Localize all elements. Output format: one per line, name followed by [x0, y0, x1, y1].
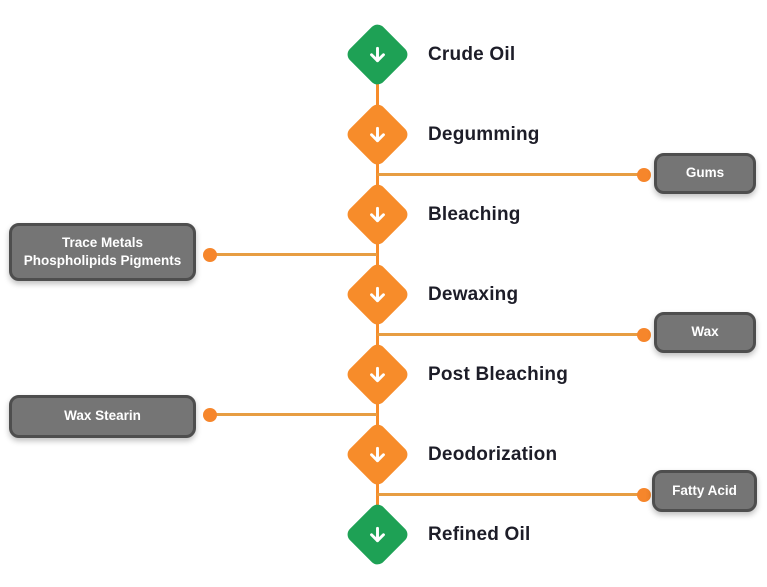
output-box-label: Wax — [691, 324, 719, 340]
output-box-label: Gums — [685, 165, 725, 181]
flow-node-label-degumming: Degumming — [428, 124, 540, 145]
arrow-down-icon — [367, 44, 389, 66]
arrow-down-icon — [367, 444, 389, 466]
arrow-down-icon — [367, 204, 389, 226]
output-box-wax: Wax — [654, 312, 756, 353]
output-box-label: Wax Stearin — [64, 408, 141, 424]
flow-node-deodorization — [344, 421, 411, 488]
flow-node-label-refined-oil: Refined Oil — [428, 524, 531, 545]
output-box-gums: Gums — [654, 153, 756, 194]
flow-node-crude-oil — [344, 21, 411, 88]
connector-dot-wax — [637, 328, 651, 342]
arrow-down-icon — [367, 364, 389, 386]
arrow-down-icon — [367, 524, 389, 546]
output-box-fatty-acid: Fatty Acid — [652, 470, 757, 512]
output-box-wax-stearin: Wax Stearin — [9, 395, 196, 438]
connector-line-trace-metals — [216, 253, 377, 256]
flow-node-bleaching — [344, 181, 411, 248]
connector-dot-gums — [637, 168, 651, 182]
connector-line-gums — [377, 173, 638, 176]
output-box-trace-metals-phospholipids-pigments: Trace Metals Phospholipids Pigments — [9, 223, 196, 281]
connector-line-wax-stearin — [216, 413, 377, 416]
connector-line-fatty-acid — [377, 493, 638, 496]
flow-node-refined-oil — [344, 501, 411, 568]
connector-line-wax — [377, 333, 638, 336]
flow-node-post-bleaching — [344, 341, 411, 408]
flow-node-label-post-bleaching: Post Bleaching — [428, 364, 569, 385]
flow-node-label-bleaching: Bleaching — [428, 204, 521, 225]
flow-node-label-deodorization: Deodorization — [428, 444, 558, 465]
flow-node-degumming — [344, 101, 411, 168]
connector-dot-fatty-acid — [637, 488, 651, 502]
flow-node-dewaxing — [344, 261, 411, 328]
flow-node-label-crude-oil: Crude Oil — [428, 44, 516, 65]
arrow-down-icon — [367, 124, 389, 146]
arrow-down-icon — [367, 284, 389, 306]
flow-node-label-dewaxing: Dewaxing — [428, 284, 519, 305]
output-box-label: Fatty Acid — [672, 482, 737, 498]
connector-dot-trace-metals — [203, 248, 217, 262]
connector-dot-wax-stearin — [203, 408, 217, 422]
output-box-label-line1: Trace Metals — [61, 234, 144, 250]
output-box-label-line2: Phospholipids Pigments — [23, 253, 182, 268]
